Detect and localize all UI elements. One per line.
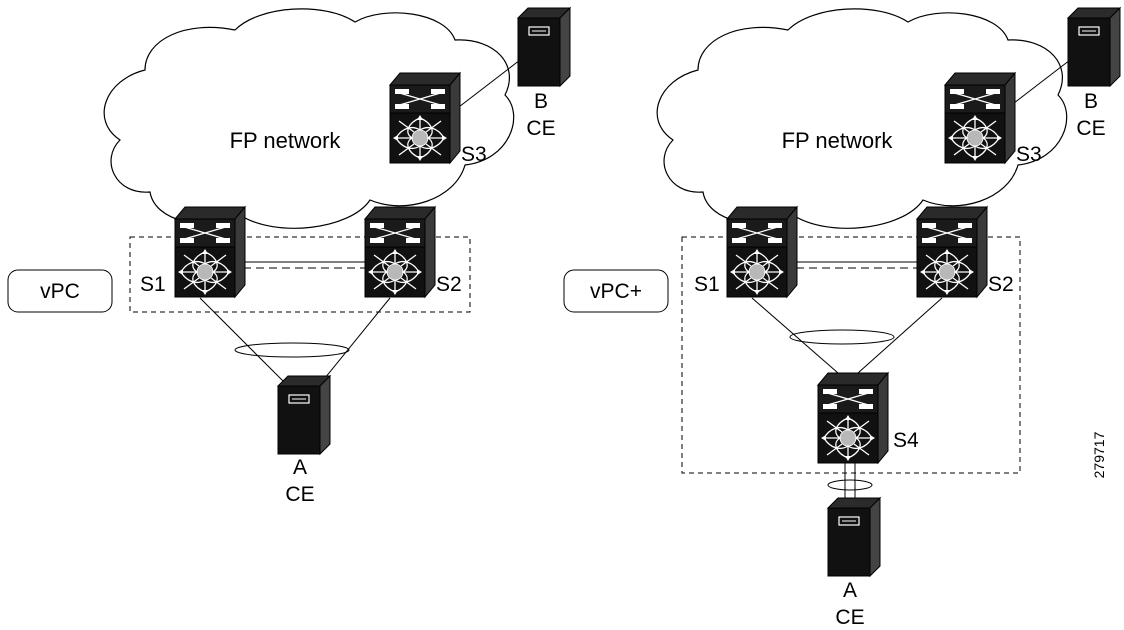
- right-label-s1: S1: [694, 273, 720, 296]
- right-label-s2: S2: [988, 273, 1014, 296]
- left-port-channel-ring: [234, 342, 350, 358]
- right-host-a-server-icon: [827, 497, 881, 577]
- left-mode-label: vPC: [40, 280, 80, 303]
- right-mode-label-box: [563, 269, 669, 313]
- left-host-b-type: CE: [526, 117, 555, 140]
- right-link-s2-s4: [857, 297, 943, 374]
- right-mode-label: vPC+: [590, 280, 642, 303]
- left-link-s3-b: [454, 59, 521, 111]
- left-host-a-server-icon: [277, 375, 331, 455]
- right-label-s4: S4: [893, 429, 919, 452]
- left-host-b-server-icon: [517, 7, 571, 87]
- right-port-channel-ring: [789, 329, 895, 345]
- right-link-s3-b: [1004, 59, 1071, 111]
- left-switch-s2-icon: [364, 206, 436, 298]
- right-switch-s2-icon: [916, 206, 988, 298]
- right-host-a-letter: A: [843, 579, 857, 602]
- left-diagram: FP network S1 S2 S3 vPC B CE A CE: [7, 7, 571, 506]
- right-label-s3: S3: [1016, 143, 1042, 166]
- right-host-a-type: CE: [835, 606, 864, 629]
- left-host-a-type: CE: [285, 483, 314, 506]
- right-host-b-server-icon: [1067, 7, 1121, 87]
- left-vpc-domain-box: [129, 236, 471, 313]
- left-label-s3: S3: [461, 143, 487, 166]
- left-host-a-letter: A: [293, 456, 307, 479]
- left-host-b-letter: B: [534, 90, 548, 113]
- figure-number: 279717: [1091, 431, 1107, 478]
- right-cloud-label: FP network: [782, 128, 894, 153]
- right-switch-s4-icon: [817, 372, 889, 464]
- left-mode-label-box: [7, 269, 113, 313]
- left-switch-s3-icon: [389, 72, 461, 164]
- left-label-s1: S1: [140, 273, 166, 296]
- right-vpc-domain-box: [681, 236, 1021, 474]
- right-switch-s3-icon: [944, 72, 1016, 164]
- left-cloud-label: FP network: [230, 128, 342, 153]
- right-s4-port-channel-ring: [827, 479, 873, 491]
- right-host-b-letter: B: [1084, 90, 1098, 113]
- left-switch-s1-icon: [174, 206, 246, 298]
- right-host-b-type: CE: [1076, 117, 1105, 140]
- right-switch-s1-icon: [726, 206, 798, 298]
- right-link-s1-s4: [751, 297, 839, 374]
- left-label-s2: S2: [436, 273, 462, 296]
- right-diagram: FP network S1 S2 S3 S4 vPC+ B CE: [563, 7, 1121, 629]
